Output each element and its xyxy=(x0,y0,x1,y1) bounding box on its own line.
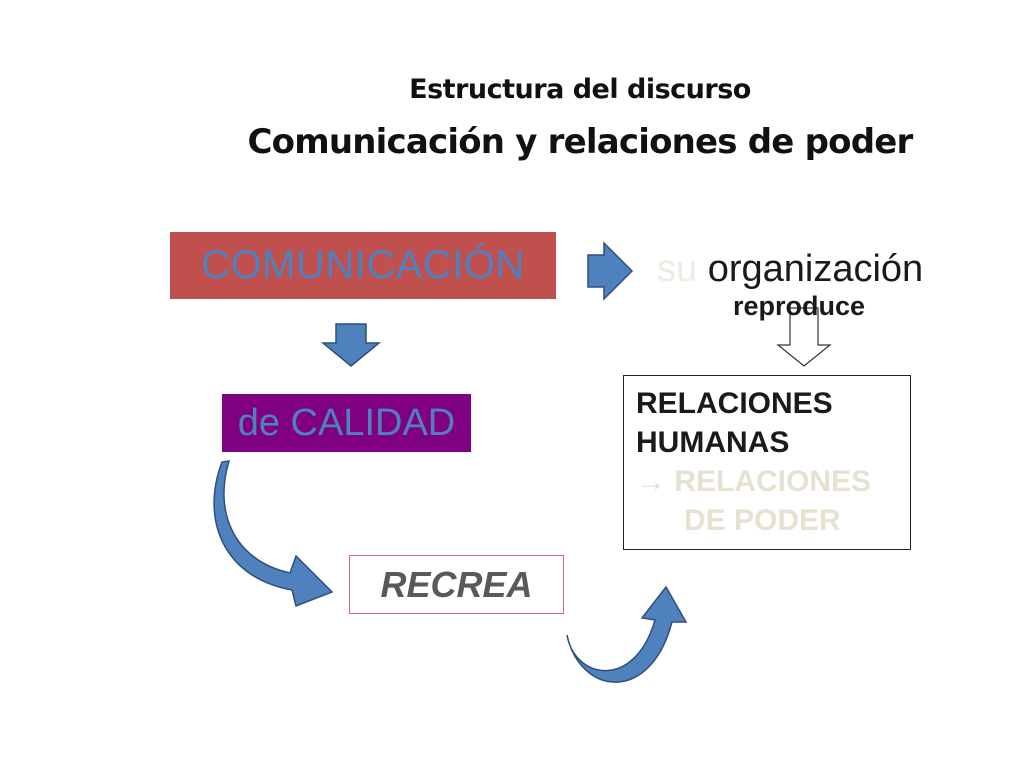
slide-subtitle: Comunicación y relaciones de poder xyxy=(247,122,914,162)
reproduce-label: reproduce xyxy=(733,291,866,321)
relaciones-line1: RELACIONES xyxy=(636,387,833,420)
curved-up-arrow-icon xyxy=(566,585,688,683)
relaciones-line2: HUMANAS xyxy=(636,426,790,459)
node-comunicacion-label: COMUNICACIÓN xyxy=(201,243,525,287)
su-label: su xyxy=(657,248,698,290)
relaciones-line3-text: RELACIONES xyxy=(674,465,872,498)
node-recrea-label: RECREA xyxy=(380,563,533,605)
relaciones-line3: → RELACIONES xyxy=(636,462,910,501)
node-su-organizacion: su organización xyxy=(657,248,923,291)
node-recrea: RECREA xyxy=(349,555,564,614)
node-comunicacion: COMUNICACIÓN xyxy=(170,232,556,299)
organizacion-label: organización xyxy=(707,248,924,290)
curved-arrow-icon xyxy=(213,460,334,608)
slide-title: Estructura del discurso xyxy=(409,74,751,105)
node-calidad-label: de CALIDAD xyxy=(237,401,456,444)
node-calidad: de CALIDAD xyxy=(222,394,471,452)
node-relaciones: RELACIONES HUMANAS → RELACIONES DE PODER xyxy=(623,375,911,550)
arrow-glyph-icon: → xyxy=(636,465,666,498)
down-arrow-icon xyxy=(320,323,382,367)
relaciones-line4: DE PODER xyxy=(684,504,841,537)
right-arrow-icon xyxy=(587,241,634,301)
